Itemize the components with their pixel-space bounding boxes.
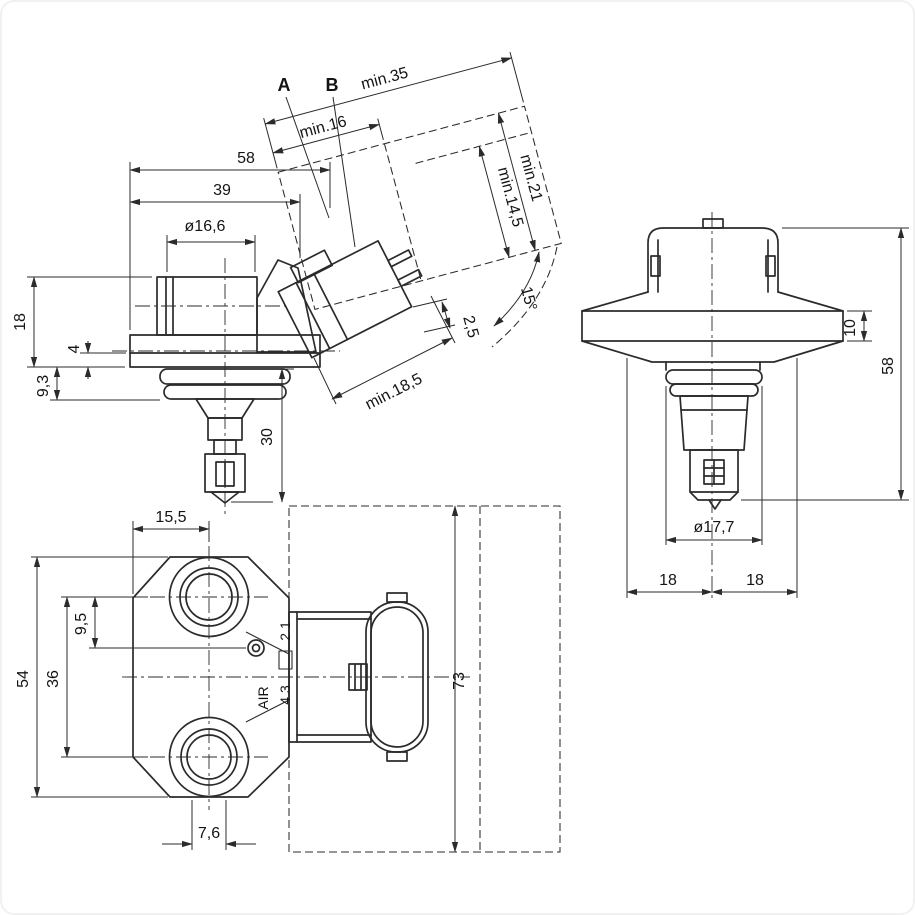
top-hole-lower-outer xyxy=(168,716,250,798)
side-neck xyxy=(256,259,317,353)
dim-18-right: 18 xyxy=(746,572,764,589)
side-connector-latch xyxy=(289,249,334,284)
side-flange xyxy=(129,334,321,368)
dim-9-5: 9,5 xyxy=(73,613,90,635)
front-dim-dia17-7: ø17,7 xyxy=(665,386,763,545)
front-view: 10 58 ø17,7 18 18 xyxy=(581,212,909,598)
top-dim-7-6: 7,6 xyxy=(162,800,256,850)
dim-angle-15: 15° xyxy=(517,285,540,313)
side-ab-labels: A B xyxy=(278,75,356,248)
side-connector-pin-1 xyxy=(387,249,413,268)
dim-2-5: 2,5 xyxy=(459,314,481,340)
front-probe-tip xyxy=(689,449,739,493)
front-flange xyxy=(581,310,844,342)
dim-10: 10 xyxy=(842,319,859,337)
side-envelope: min.16 min.35 min.21 min.14,5 xyxy=(263,51,562,311)
dim-36: 36 xyxy=(45,670,62,688)
top-mounting-plate xyxy=(132,556,290,798)
top-dim-73: 73 xyxy=(451,505,468,853)
top-envelope xyxy=(288,505,561,853)
side-dim-dia16-6: ø16,6 xyxy=(166,218,256,272)
top-latch-slot xyxy=(278,650,293,670)
dim-9-3: 9,3 xyxy=(35,375,52,397)
front-dim-10: 10 xyxy=(842,310,872,342)
side-center-lines xyxy=(112,258,340,516)
top-key-feature xyxy=(348,663,368,691)
side-connector-pin-2 xyxy=(397,268,423,288)
top-hole-upper-outer xyxy=(168,556,250,638)
side-view: min.16 min.35 min.21 min.14,5 15° 2,5 mi… xyxy=(12,51,562,516)
dim-min35: min.35 xyxy=(359,65,410,94)
top-dim-15-5: 15,5 xyxy=(132,509,210,594)
side-oring-1 xyxy=(159,368,291,385)
front-connector-cap xyxy=(647,227,779,293)
dim-54: 54 xyxy=(15,670,32,688)
side-connector xyxy=(277,240,423,359)
side-dim-30: 30 xyxy=(231,368,294,503)
dim-58-front: 58 xyxy=(880,357,897,375)
side-dim-4: 4 xyxy=(66,341,126,379)
label-pins-2-1: 2 1 xyxy=(277,621,293,641)
dim-dia17-7: ø17,7 xyxy=(694,519,735,536)
side-dim-39: 39 xyxy=(129,182,301,258)
dim-7-6: 7,6 xyxy=(198,825,220,842)
front-dim-18-18: 18 18 xyxy=(626,358,798,598)
front-dim-58: 58 xyxy=(741,227,909,501)
dim-18: 18 xyxy=(12,313,29,331)
side-swing-angle: 15° xyxy=(491,246,558,348)
side-dim-58: 58 xyxy=(129,150,331,330)
label-pins-4-3: 4 3 xyxy=(277,685,293,705)
dim-dia16-6: ø16,6 xyxy=(185,218,226,235)
front-oring-1 xyxy=(665,369,763,385)
top-vent-hole xyxy=(247,639,265,657)
side-dim-2-5: 2,5 xyxy=(412,298,481,340)
top-view: AIR 2 1 4 3 73 15,5 9,5 xyxy=(15,505,561,853)
dim-15-5: 15,5 xyxy=(155,509,186,526)
dim-73: 73 xyxy=(451,672,468,690)
front-stem xyxy=(679,395,749,451)
top-dim-9-5: 9,5 xyxy=(61,596,246,649)
side-dim-18: 18 xyxy=(12,276,152,368)
top-center-lines xyxy=(122,546,470,810)
dim-58: 58 xyxy=(237,150,255,167)
top-dim-36: 36 xyxy=(45,596,148,758)
front-cap-tab xyxy=(702,218,724,229)
dim-18-left: 18 xyxy=(659,572,677,589)
label-a: A xyxy=(278,75,291,95)
front-body-outline xyxy=(581,218,844,510)
dim-30: 30 xyxy=(259,428,276,446)
side-body-outline xyxy=(129,259,321,504)
side-dim-9-3: 9,3 xyxy=(35,366,160,401)
top-dim-54: 54 xyxy=(15,556,168,798)
label-air: AIR xyxy=(255,686,271,709)
dim-min18-5: min.18,5 xyxy=(363,370,425,413)
dim-min16: min.16 xyxy=(298,113,349,142)
label-b: B xyxy=(326,75,339,95)
front-oring-2 xyxy=(669,383,759,397)
top-plate-details xyxy=(245,631,293,723)
dim-39: 39 xyxy=(213,182,231,199)
dim-4: 4 xyxy=(66,344,83,353)
